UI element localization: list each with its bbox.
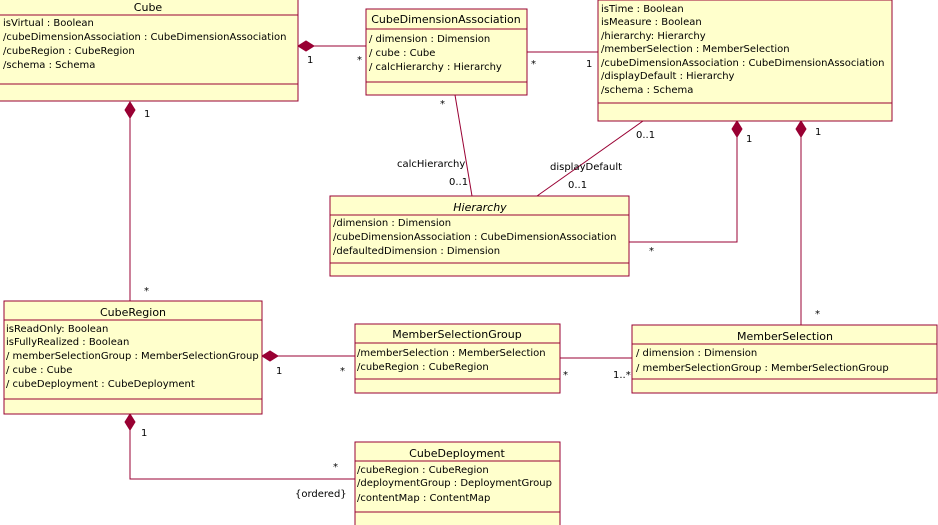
attribute: / calcHierarchy : Hierarchy [369,62,502,73]
attribute: /cubeDimensionAssociation : CubeDimensio… [333,232,616,243]
multiplicity-label: 0..1 [568,180,587,191]
class-cube-dimension-association[interactable]: CubeDimensionAssociation / dimension : D… [365,8,528,96]
cube-region-deploy-diamond [124,413,136,431]
attribute: / cube : Cube [369,48,435,59]
class-cube-deployment[interactable]: CubeDeployment /cubeRegion : CubeRegion … [354,441,561,525]
attribute: /schema : Schema [601,85,693,96]
class-member-selection[interactable]: MemberSelection / dimension : Dimension … [631,324,938,394]
multiplicity-label: 1 [307,55,313,66]
cube-cda-diamond [297,40,315,52]
attribute: /schema : Schema [3,60,95,71]
class-cube-region[interactable]: CubeRegion isReadOnly: Boolean isFullyRe… [3,300,263,415]
dimension-ms-diamond [795,120,807,138]
multiplicity-label: 1 [141,428,147,439]
dimension-display-default-association [536,120,644,197]
multiplicity-label: * [144,286,149,297]
attribute: isMeasure : Boolean [601,17,702,28]
class-name: CubeDimensionAssociation [371,13,521,26]
attribute: /dimension : Dimension [333,218,451,229]
attribute: isFullyRealized : Boolean [6,337,129,348]
attribute: isTime : Boolean [601,4,684,15]
attribute: /cubeRegion : CubeRegion [3,46,135,57]
multiplicity-label: * [649,246,654,257]
class-dimension[interactable]: isTime : Boolean isMeasure : Boolean /hi… [597,0,893,122]
multiplicity-label: * [357,55,362,66]
multiplicity-label: 1 [746,134,752,145]
attribute: /cubeRegion : CubeRegion [357,465,489,476]
role-label: displayDefault [550,162,622,173]
cda-hierarchy-association [454,94,473,197]
attribute: /cubeDimensionAssociation : CubeDimensio… [3,32,286,43]
constraint-label: {ordered} [295,489,347,500]
role-label: calcHierarchy [397,159,465,170]
cube-region-deployment-composition [129,414,355,480]
attribute: isReadOnly: Boolean [6,324,108,335]
multiplicity-label: 1..* [613,370,631,381]
class-name: CubeRegion [100,306,166,319]
class-hierarchy[interactable]: Hierarchy /dimension : Dimension /cubeDi… [329,195,630,277]
attribute: isVirtual : Boolean [3,18,94,29]
attribute: /contentMap : ContentMap [357,493,490,504]
attribute: /displayDefault : Hierarchy [601,71,735,82]
dimension-hierarchy-diamond [731,120,743,138]
attribute: / dimension : Dimension [369,34,490,45]
multiplicity-label: * [563,370,568,381]
attribute: / memberSelectionGroup : MemberSelection… [636,363,889,374]
attribute: /memberSelection : MemberSelection [357,348,546,359]
multiplicity-label: 1 [276,366,282,377]
multiplicity-label: * [531,59,536,70]
multiplicity-label: * [440,99,445,110]
class-member-selection-group[interactable]: MemberSelectionGroup /memberSelection : … [354,323,561,394]
dimension-hierarchy-composition [629,121,738,243]
attribute: /cubeDimensionAssociation : CubeDimensio… [601,58,884,69]
multiplicity-label: * [815,309,820,320]
attribute: / cube : Cube [6,365,72,376]
attribute: /memberSelection : MemberSelection [601,44,790,55]
class-name: MemberSelectionGroup [392,328,521,341]
multiplicity-label: 1 [586,59,592,70]
attribute: /defaultedDimension : Dimension [333,246,500,257]
multiplicity-label: * [333,462,338,473]
attribute: / dimension : Dimension [636,348,757,359]
class-name: Hierarchy [453,201,507,214]
attribute: /deploymentGroup : DeploymentGroup [357,478,552,489]
attribute: /cubeRegion : CubeRegion [357,362,489,373]
class-name: CubeDeployment [409,447,505,460]
multiplicity-label: * [340,366,345,377]
attribute: / memberSelectionGroup : MemberSelection… [6,351,259,362]
attribute: / cubeDeployment : CubeDeployment [6,379,195,390]
multiplicity-label: 0..1 [636,130,655,141]
class-name: Cube [134,1,163,14]
cube-region-diamond [124,101,136,119]
multiplicity-label: 1 [144,109,150,120]
multiplicity-label: 1 [815,127,821,138]
cube-region-msg-diamond [261,350,279,362]
attribute: /hierarchy: Hierarchy [601,31,706,42]
class-name: MemberSelection [737,330,833,343]
class-cube[interactable]: Cube isVirtual : Boolean /cubeDimensionA… [0,0,299,102]
multiplicity-label: 0..1 [449,177,468,188]
